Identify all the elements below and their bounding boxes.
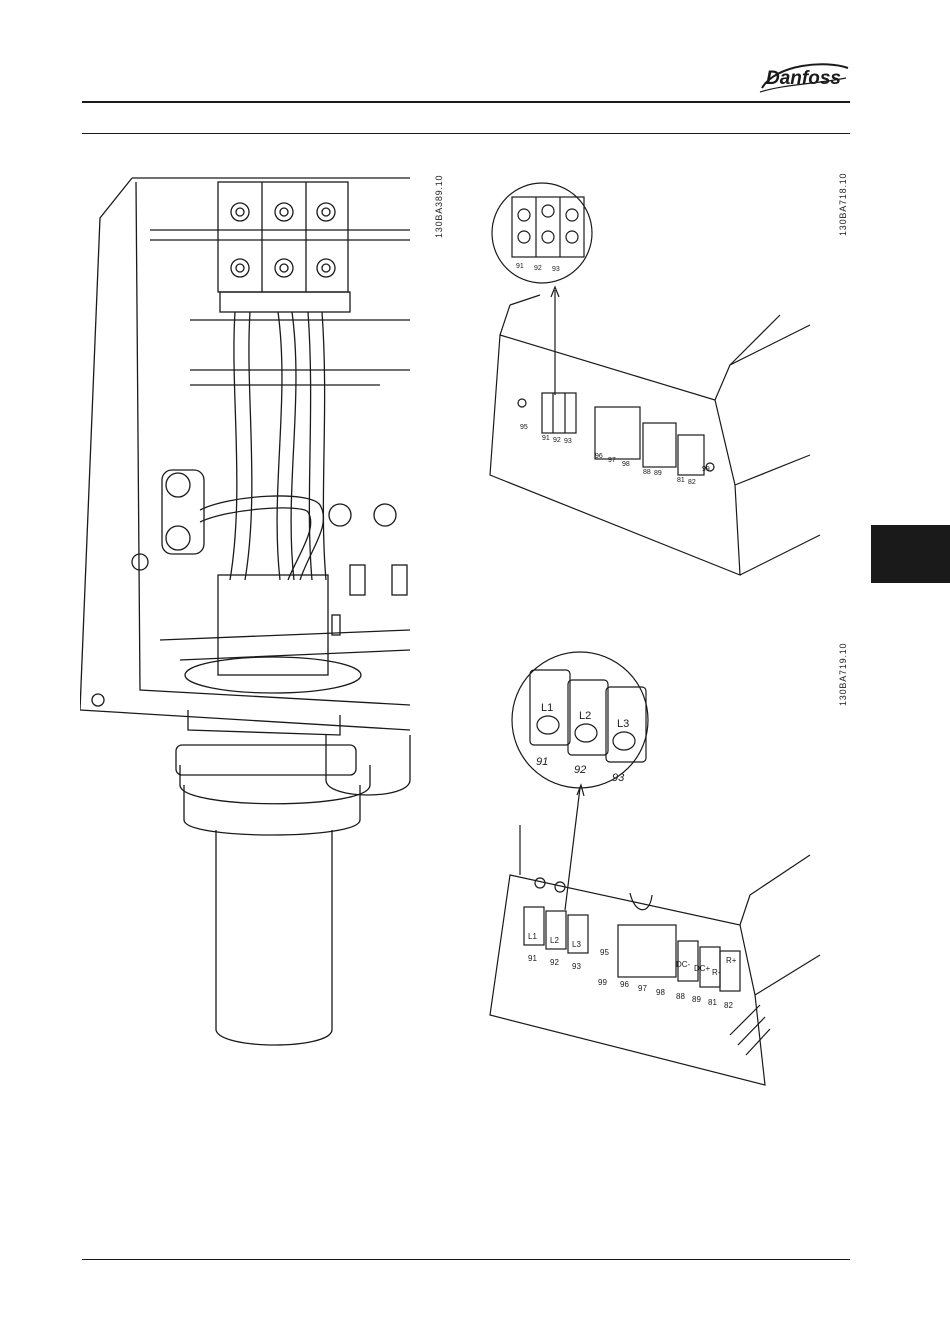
terminal-label: 96 [595, 453, 603, 460]
phase-label: L2 [550, 936, 559, 945]
figure-code-1: 130BA389.10 [434, 175, 444, 238]
terminal-label: 88 [643, 469, 651, 476]
figure-terminal-location-b: L1 L2 L3 91 92 93 L1 L2 L3 91 92 93 95 9… [480, 645, 840, 1095]
terminal-label: 91 [528, 954, 537, 963]
terminal-label: 88 [676, 992, 685, 1001]
phase-label: L1 [528, 932, 537, 941]
terminal-label: DC+ [694, 964, 711, 973]
terminal-label: 96 [620, 980, 629, 989]
header-rule-bottom [82, 133, 850, 134]
terminal-label: 82 [688, 479, 696, 486]
terminal-label: 99 [598, 978, 607, 987]
terminal-label: 81 [677, 477, 685, 484]
terminal-label: 89 [692, 995, 701, 1004]
terminal-label: 93 [572, 962, 581, 971]
terminal-label: R+ [726, 956, 737, 965]
svg-text:Danfoss: Danfoss [766, 68, 841, 89]
terminal-label: DC- [676, 960, 691, 969]
header-rule-top [82, 101, 850, 103]
zoom-label: 93 [552, 266, 560, 273]
danfoss-logo: Danfoss [756, 58, 852, 98]
terminal-label: 91 [542, 435, 550, 442]
footer-rule [82, 1259, 850, 1260]
terminal-label: 97 [638, 984, 647, 993]
figure-code-3: 130BA719.10 [838, 643, 848, 706]
chapter-tab-marker [871, 525, 950, 583]
terminal-label: R- [712, 968, 721, 977]
figure-code-2: 130BA718.10 [838, 173, 848, 236]
zoom-phase-label: L1 [541, 702, 553, 714]
terminal-label: 95 [600, 948, 609, 957]
terminal-label: 92 [553, 437, 561, 444]
zoom-label: 91 [536, 756, 548, 768]
zoom-label: 93 [612, 772, 625, 784]
terminal-label: 81 [708, 998, 717, 1007]
phase-label: L3 [572, 940, 581, 949]
zoom-phase-label: L2 [579, 710, 591, 722]
terminal-label: 89 [654, 470, 662, 477]
figure-motor-terminal-wiring [80, 170, 420, 1060]
terminal-label: 98 [622, 461, 630, 468]
figure-terminal-location-a: 91 92 93 95 91 92 93 96 97 98 88 89 81 8… [480, 175, 840, 585]
zoom-label: 91 [516, 263, 524, 270]
zoom-phase-label: L3 [617, 718, 629, 730]
zoom-label: 92 [534, 265, 542, 272]
terminal-label: 92 [550, 958, 559, 967]
terminal-label: 93 [564, 438, 572, 445]
terminal-label: 82 [724, 1001, 733, 1010]
terminal-label: 99 [702, 466, 710, 473]
terminal-label: 95 [520, 424, 528, 431]
terminal-label: 97 [608, 457, 616, 464]
terminal-label: 98 [656, 988, 665, 997]
zoom-label: 92 [574, 764, 586, 776]
